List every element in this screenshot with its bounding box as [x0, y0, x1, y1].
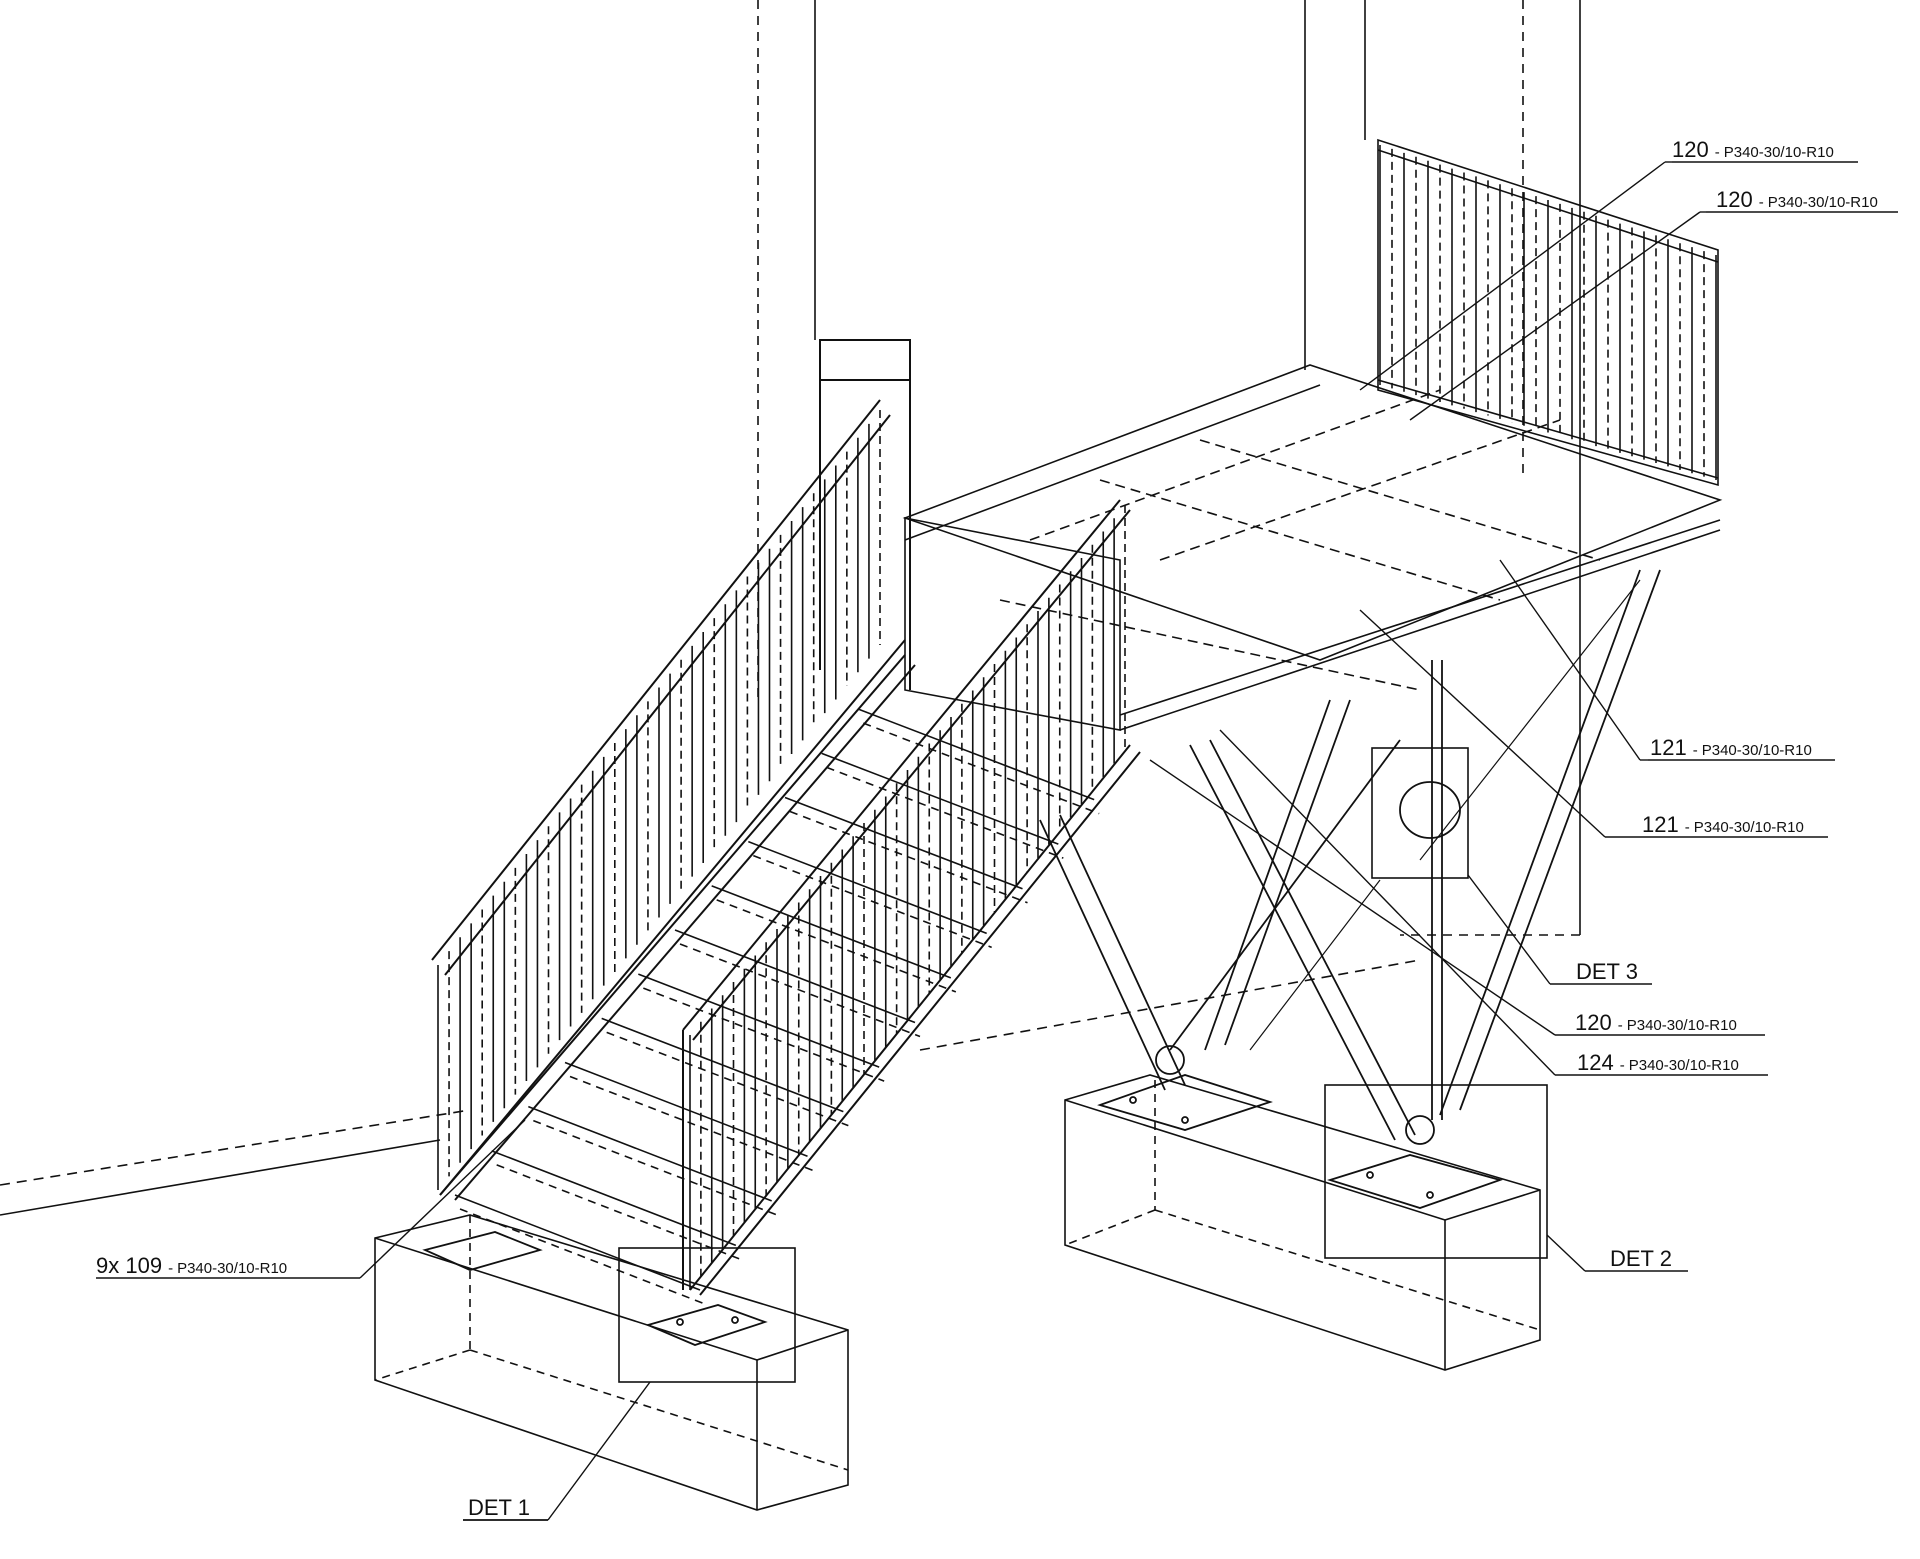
footing-left — [374, 1214, 849, 1511]
stair-railing-left — [431, 339, 911, 1196]
stair-tread-edge — [569, 1075, 813, 1171]
det2-frame — [1324, 1084, 1548, 1259]
det1-frame — [618, 1247, 796, 1383]
stair-balusters-right — [689, 505, 1126, 1290]
stair-balusters-left — [437, 410, 881, 1190]
stair-tread-edge — [753, 854, 992, 949]
stair-tread-edge — [496, 1164, 742, 1261]
det1-label: DET 1 — [468, 1495, 530, 1520]
stair-tread-edge — [643, 987, 885, 1082]
callout-3: 121-P340-30/10-R10 — [1650, 735, 1812, 760]
stair-tread-edge — [826, 766, 1064, 859]
stair-tread — [748, 840, 987, 935]
stair-tread-edge — [606, 1031, 849, 1127]
stair-tread — [528, 1105, 772, 1202]
detail-frames — [618, 747, 1548, 1383]
stair-tread — [564, 1061, 808, 1157]
callout-4: 121-P340-30/10-R10 — [1642, 812, 1804, 837]
callout-5: 120-P340-30/10-R10 — [1575, 1010, 1737, 1035]
stair-tread — [491, 1150, 737, 1247]
base-plates — [422, 1074, 1504, 1346]
callout-7: 9x 109-P340-30/10-R10 — [96, 1253, 287, 1278]
stair-railing-right — [682, 499, 1131, 1290]
stair-tread-edge — [716, 899, 957, 993]
stair-tread-edge — [789, 810, 1028, 904]
callout-1: 120-P340-30/10-R10 — [1672, 137, 1834, 162]
landing-platform — [902, 364, 1723, 731]
stair-tread — [784, 796, 1023, 890]
det3-frame — [1371, 747, 1469, 879]
stair-tread-edge — [679, 943, 921, 1038]
stair-tread-edge — [533, 1119, 777, 1216]
stair-tread — [638, 973, 880, 1068]
stair-stringers — [439, 654, 1141, 1296]
footing-right — [1064, 1074, 1541, 1371]
callout-underlines — [96, 161, 1898, 1521]
callout-labels: 120-P340-30/10-R10 120-P340-30/10-R10 12… — [96, 137, 1878, 1520]
stair-tread — [858, 708, 1095, 801]
leader-lines — [310, 161, 1706, 1521]
det3-label: DET 3 — [1576, 959, 1638, 984]
callout-2: 120-P340-30/10-R10 — [1716, 187, 1878, 212]
stair-tread-edge — [459, 1208, 706, 1305]
det2-label: DET 2 — [1610, 1246, 1672, 1271]
callout-6: 124-P340-30/10-R10 — [1577, 1050, 1739, 1075]
stair-tread — [454, 1194, 701, 1291]
